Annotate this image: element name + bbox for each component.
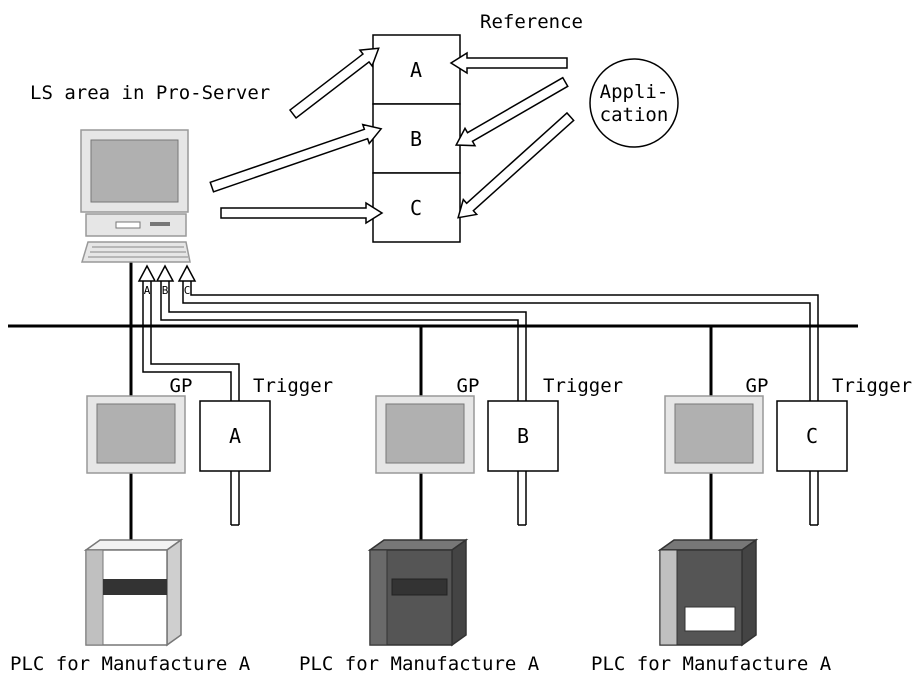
- plc-1-label: PLC for Manufacture A: [10, 653, 251, 675]
- trigger-2-label: Trigger: [543, 375, 623, 397]
- server-to-ls-arrows: [209, 47, 384, 225]
- application-label-line2: cation: [600, 104, 669, 126]
- ls-block-b-label: B: [410, 127, 422, 151]
- trigger-2-box: [487, 400, 559, 472]
- gp-2-label: GP: [457, 375, 480, 397]
- server-label: LS area in Pro-Server: [30, 82, 270, 104]
- application-circle: [589, 58, 679, 148]
- trigger-1-box: [199, 400, 271, 472]
- gp-2-panel-icon: [375, 395, 475, 474]
- trigger-3-box-label: C: [806, 424, 818, 448]
- trigger-path-b-label: B: [162, 284, 169, 297]
- trigger-3-box: [776, 400, 848, 472]
- plc-2-label: PLC for Manufacture A: [299, 653, 540, 675]
- trigger-1-label: Trigger: [253, 375, 333, 397]
- trigger-1-box-label: A: [229, 424, 241, 448]
- reference-label: Reference: [480, 11, 583, 33]
- plc-3-icon: [657, 538, 759, 647]
- ls-block-c-label: C: [410, 196, 422, 220]
- trigger-2-box-label: B: [517, 424, 529, 448]
- plc-3-label: PLC for Manufacture A: [591, 653, 832, 675]
- gp-1-label: GP: [170, 375, 193, 397]
- trigger-arrowheads: [137, 264, 197, 282]
- server-computer-icon: [80, 129, 191, 263]
- gp-1-panel-icon: [86, 395, 186, 474]
- plc-1-icon: [83, 538, 184, 647]
- application-label-line1: Appli-: [600, 81, 669, 103]
- trigger-path-a-label: A: [144, 284, 151, 297]
- trigger-3-label: Trigger: [832, 375, 912, 397]
- plc-2-icon: [367, 538, 469, 647]
- gp-3-label: GP: [746, 375, 769, 397]
- gp-3-panel-icon: [664, 395, 764, 474]
- ls-block-a-label: A: [410, 58, 422, 82]
- application-to-ls-arrows: [449, 51, 575, 219]
- trigger-path-c-label: C: [184, 284, 191, 297]
